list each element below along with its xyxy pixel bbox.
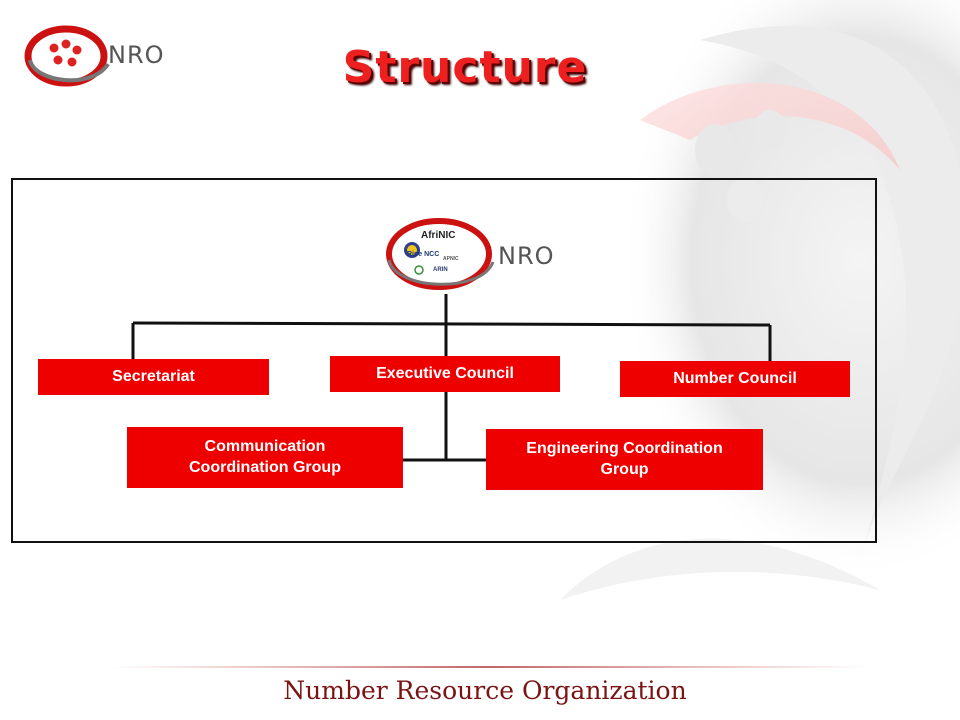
ripe-ncc-label: Ripe NCC: [407, 251, 439, 258]
nro-rir-emblem-icon: AfriNIC Ripe NCC APNIC ARIN: [386, 218, 495, 290]
org-chart-frame: [11, 178, 877, 543]
executive-council-box: Executive Council: [330, 356, 560, 392]
nro-corner-logo: NRO: [22, 20, 182, 92]
slide-title: Structure: [342, 42, 588, 93]
afrinic-label: AfriNIC: [421, 230, 455, 241]
nro-center-logo: AfriNIC Ripe NCC APNIC ARIN NRO: [385, 214, 575, 292]
communication-group-box: Communication Coordination Group: [127, 427, 403, 488]
center-logo-wordmark: NRO: [498, 242, 555, 270]
executive-council-label: Executive Council: [376, 364, 514, 382]
nro-emblem-icon: [24, 25, 110, 87]
arin-label: ARIN: [433, 267, 448, 273]
corner-logo-wordmark: NRO: [108, 41, 165, 69]
apnic-label: APNIC: [443, 256, 459, 262]
engineering-group-label: Engineering Coordination Group: [526, 439, 723, 478]
secretariat-label: Secretariat: [112, 367, 195, 385]
number-council-label: Number Council: [673, 369, 797, 387]
engineering-group-box: Engineering Coordination Group: [486, 429, 763, 490]
footer-divider: [110, 666, 870, 668]
footer-organization-name: Number Resource Organization: [283, 676, 687, 705]
communication-group-label: Communication Coordination Group: [189, 437, 341, 476]
secretariat-box: Secretariat: [38, 359, 269, 395]
number-council-box: Number Council: [620, 361, 850, 397]
